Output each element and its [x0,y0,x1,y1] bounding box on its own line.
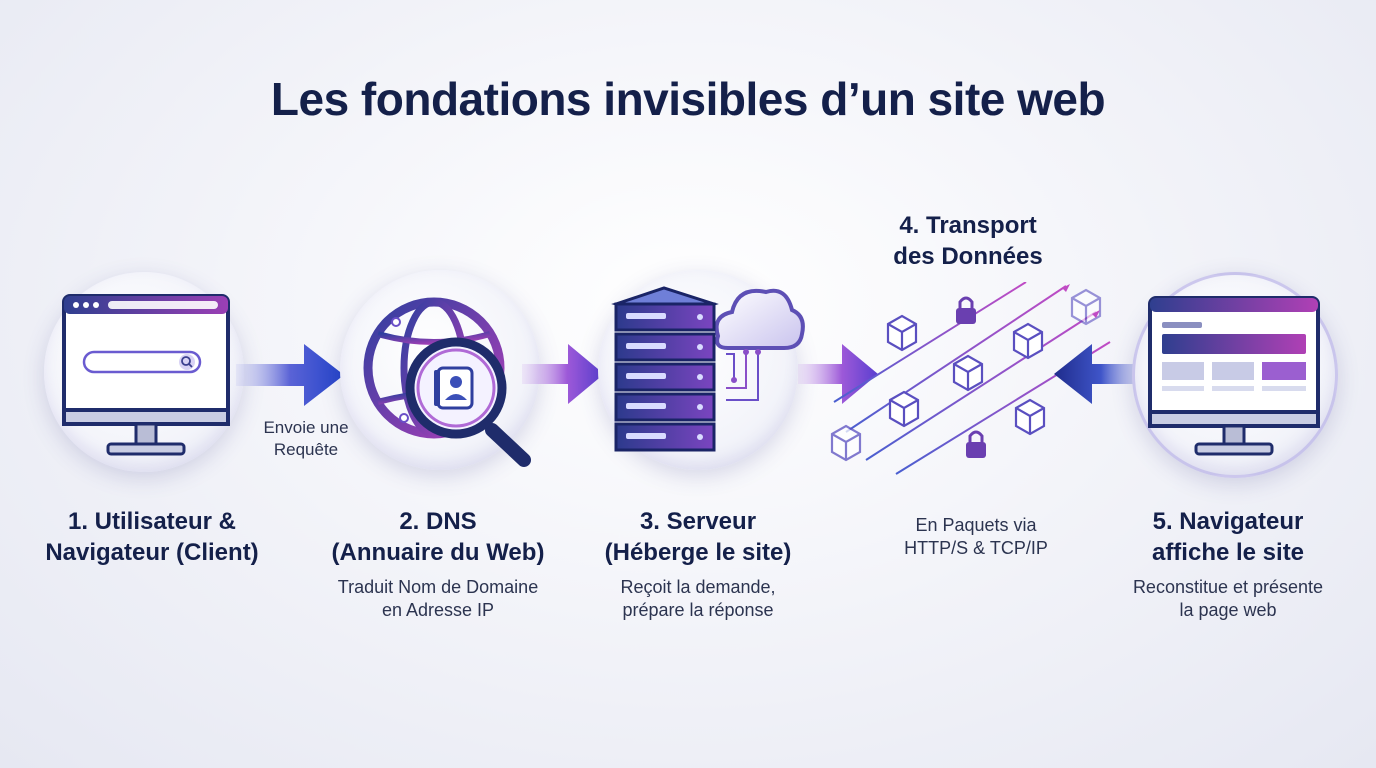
step-3-description: Reçoit la demande, prépare la réponse [558,576,838,622]
request-label-line-1: Envoie une [263,418,349,437]
step-2-description-line-2: en Adresse IP [381,600,495,620]
arrow-2-to-3 [522,344,604,404]
step-1-title-line-1: 1. Utilisateur & [67,508,237,535]
step-5-description-line-1: Reconstitue et présente [1132,577,1324,597]
step-4-description: En Paquets via HTTP/S & TCP/IP [836,514,1116,560]
webpage-monitor-icon [1148,296,1320,456]
step-3-description-line-2: prépare la réponse [622,600,774,620]
data-packets-icon [830,282,1111,475]
step-2-title-line-1: 2. DNS [399,508,477,535]
arrow-3-to-4 [798,344,878,404]
request-label-line-2: Requête [273,440,339,459]
request-label: Envoie une Requête [236,417,376,461]
step-2-description-line-1: Traduit Nom de Domaine [337,577,539,597]
arrow-5-from-4 [1054,344,1148,404]
step-4-description-line-1: En Paquets via [915,515,1037,535]
globe-magnifier-icon [363,297,531,467]
server-cloud-icon [611,286,805,452]
step-4-title-line-1: 4. Transport [899,212,1037,239]
step-2-title-line-2: (Annuaire du Web) [331,539,545,566]
step-4-description-line-2: HTTP/S & TCP/IP [904,538,1048,558]
step-3-title-line-2: (Héberge le site) [604,539,792,566]
step-4-title-line-2: des Données [893,243,1043,270]
lock-icon [956,296,976,324]
step-5-description: Reconstitue et présente la page web [1088,576,1368,622]
step-2-description: Traduit Nom de Domaine en Adresse IP [298,576,578,622]
step-1-title-line-2: Navigateur (Client) [45,539,259,566]
step-3-title: 3. Serveur (Héberge le site) [548,506,848,568]
step-2-title: 2. DNS (Annuaire du Web) [288,506,588,568]
browser-monitor-icon [62,294,230,456]
step-3-description-line-1: Reçoit la demande, [620,577,776,597]
diagram-title: Les fondations invisibles d’un site web [270,73,1106,125]
step-1-title: 1. Utilisateur & Navigateur (Client) [2,506,302,568]
step-4-title: 4. Transport des Données [818,210,1118,272]
step-5-title-line-2: affiche le site [1151,539,1305,566]
step-5-title-line-1: 5. Navigateur [1152,508,1304,535]
step-5-description-line-2: la page web [1179,600,1277,620]
arrow-1-to-2 [236,344,344,406]
step-5-title: 5. Navigateur affiche le site [1078,506,1376,568]
step-3-title-line-1: 3. Serveur [639,508,757,535]
